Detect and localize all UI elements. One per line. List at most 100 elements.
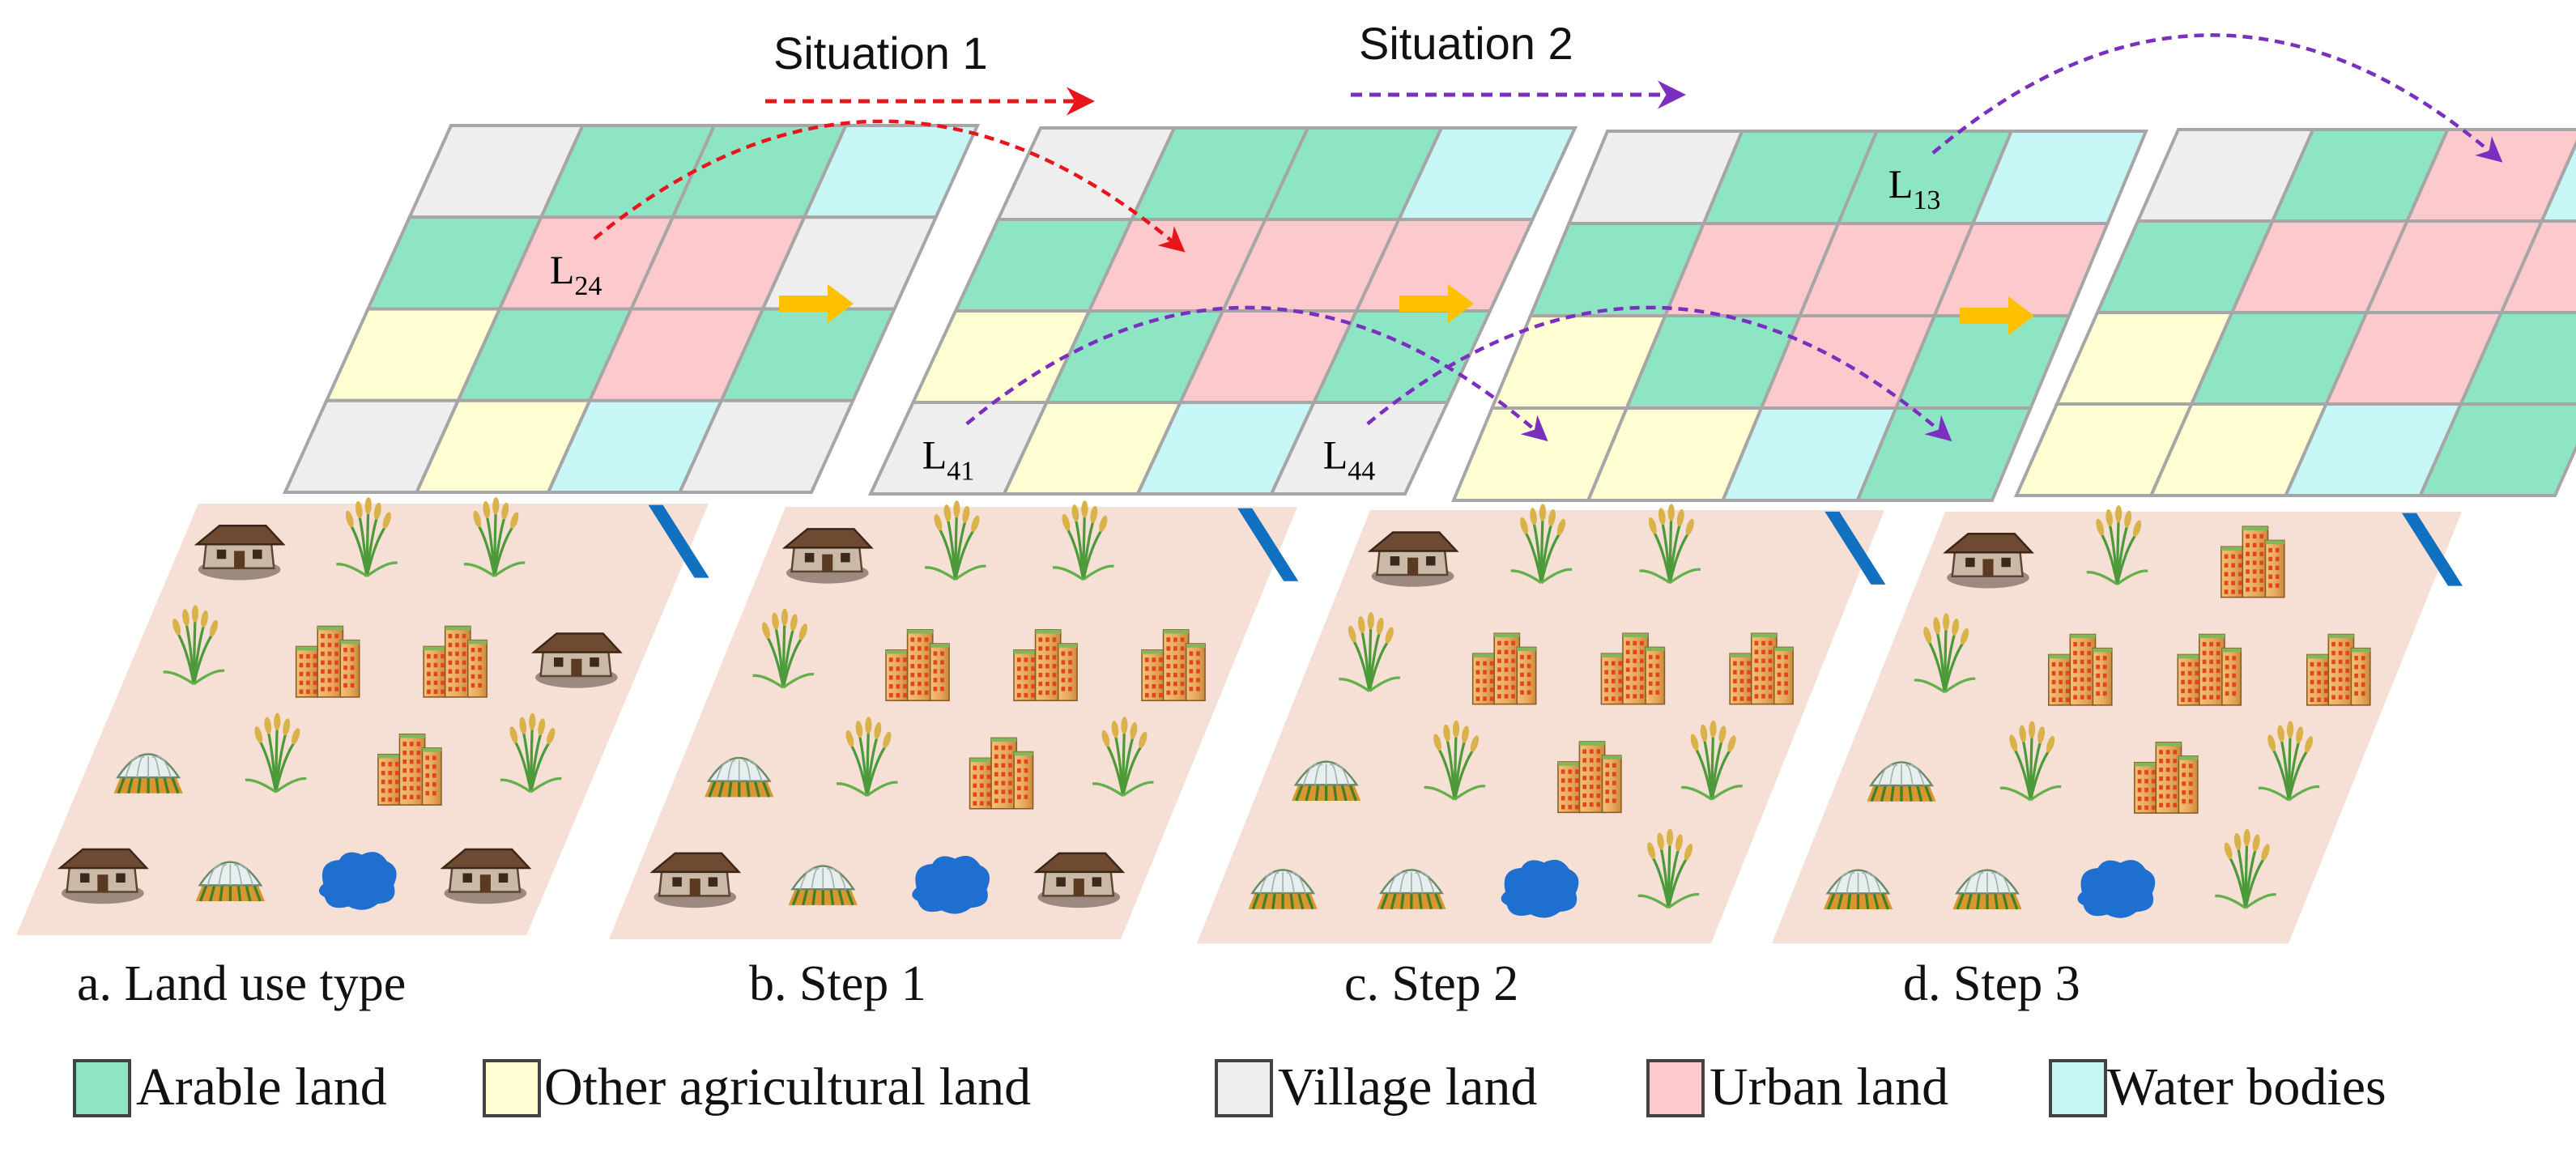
crop-icon [1092,717,1154,798]
greenhouse-icon [1248,869,1318,910]
grid-cell-water [2539,139,2576,223]
situation-headers: Situation 1 Situation 2 [765,18,1686,116]
land-use-grid [1451,130,2148,502]
building-icon [1600,632,1666,705]
cell-code-label: L44 [1323,432,1376,487]
landscape-icons [1248,504,1886,918]
caption-panel-a: a. Land use type [77,956,406,1011]
greenhouse-icon [788,865,858,906]
house-icon [1033,852,1126,908]
greenhouse-icon [1867,761,1936,802]
transition-arrows [593,33,2503,442]
grid-cell-arable [2458,311,2576,406]
crop-icon [336,497,398,577]
building-icon [1471,632,1537,705]
crop-icon [1339,612,1401,692]
transition-arrow-4 [1931,33,2503,163]
building-icon [1141,629,1206,702]
transition-arrow-2 [965,305,1548,442]
house-icon [1943,533,2034,589]
ground-slab [609,507,1297,939]
house-icon [781,528,874,584]
river-icon [1237,508,1299,581]
crop-icon [1424,720,1486,801]
ground-slab [16,504,709,935]
building-icon [423,625,488,698]
legend-label-urban: Urban land [1710,1057,1948,1117]
crop-icon [1510,504,1573,585]
grid-cell-village [677,398,856,494]
crop-icon [1637,828,1700,909]
crop-icon [1680,720,1743,801]
caption-panel-b: b. Step 1 [749,956,926,1011]
pond-icon [2077,860,2156,918]
greenhouse-icon [113,753,183,794]
greenhouse-icon [1291,760,1361,802]
grid-cell-arable [2417,402,2576,497]
step-arrow-3 [1960,296,2034,335]
caption-panel-d: d. Step 3 [1903,956,2080,1011]
legend-label-village: Village land [1278,1057,1537,1117]
crop-icon [2258,721,2320,802]
caption-panel-c: c. Step 2 [1344,956,1518,1011]
grid-cell-arable [1854,406,2033,502]
transition-arrow-1 [593,119,1186,253]
grid-cell-urban [2498,219,2576,314]
building-icon [1557,741,1622,814]
building-icon [2177,633,2242,706]
cell-code-label: L41 [922,432,975,487]
landscape-icons [57,497,709,910]
house-icon [649,852,742,908]
situation-1-label: Situation 1 [773,28,988,79]
crop-icon [2086,505,2148,585]
building-icon [1729,632,1794,705]
crop-icon [463,497,526,577]
land-use-grid [282,124,981,494]
greenhouse-icon [1823,869,1893,910]
step-arrow-1 [779,284,854,323]
house-icon [57,848,149,904]
pond-icon [1501,859,1579,918]
building-icon [1013,629,1078,702]
legend-label-arable: Arable land [136,1057,387,1117]
crop-icon [1914,613,1976,694]
building-icon [969,737,1034,810]
crop-icon [1999,721,2062,802]
river-icon [1824,511,1886,585]
pond-icon [318,852,397,910]
house-icon [1367,531,1459,587]
crop-icon [500,713,562,793]
crop-icon [163,605,225,686]
cell-code-label: L24 [550,247,602,301]
panel-a: L24 [16,124,981,935]
crop-icon [2215,828,2276,909]
panel-c: L13 [1197,130,2148,943]
legend-swatch-urban [1646,1059,1705,1117]
crop-icon [836,717,898,798]
landscape-icons [1823,505,2463,918]
panel-d [1772,128,2576,943]
step-arrows [779,284,2034,335]
pond-icon [912,855,990,914]
house-icon [530,632,623,688]
crop-icon [1639,504,1701,585]
legend-swatch-village [1215,1059,1273,1117]
legend: Arable land Other agricultural land Vill… [73,1057,2387,1117]
legend-label-water: Water bodies [2107,1057,2387,1117]
building-icon [2048,633,2113,706]
building-icon [377,733,442,806]
crop-icon [1052,500,1114,581]
building-icon [885,629,950,702]
step-arrow-2 [1399,284,1474,323]
legend-swatch-arable [73,1059,131,1117]
legend-label-other-agri: Other agricultural land [544,1057,1031,1117]
river-icon [2402,513,2463,586]
building-icon [2220,525,2285,598]
panel-b: L41 L44 [609,126,1578,939]
crop-icon [924,500,986,581]
greenhouse-icon [1377,869,1446,910]
greenhouse-icon [705,756,774,798]
greenhouse-icon [195,861,266,902]
building-icon [2306,633,2371,706]
